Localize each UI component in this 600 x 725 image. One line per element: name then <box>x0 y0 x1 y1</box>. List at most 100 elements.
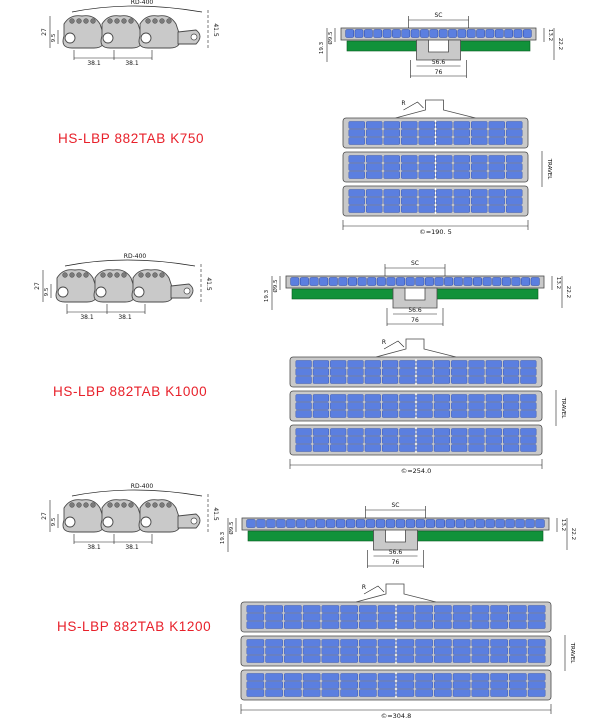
roller-block <box>436 155 453 163</box>
roller-block <box>471 673 490 681</box>
roller-block <box>488 189 505 197</box>
sc-label: SC <box>411 260 419 267</box>
roller-block <box>295 444 312 452</box>
roller-block <box>340 613 358 621</box>
roller-block <box>488 205 505 213</box>
roller-block <box>490 681 508 689</box>
roller-block <box>396 605 415 613</box>
roller-block <box>433 410 450 418</box>
roller-module <box>521 277 531 286</box>
link-rivet <box>90 502 96 508</box>
roller-block <box>503 436 520 444</box>
roller-block <box>265 605 283 613</box>
roller-block <box>396 621 415 629</box>
pin-hole <box>64 516 76 528</box>
roller-block <box>364 444 381 452</box>
roller-block <box>451 428 468 436</box>
roller-block <box>396 613 415 621</box>
roller-block <box>302 655 321 663</box>
roller-block <box>359 613 377 621</box>
roller-block <box>347 402 364 410</box>
pin-hole <box>140 32 152 44</box>
roller-block <box>471 197 488 205</box>
roller-block <box>330 368 347 376</box>
roller-module <box>296 519 306 528</box>
pitch-label: 38.1 <box>118 314 132 321</box>
roller-block <box>434 689 452 697</box>
roller-block <box>312 360 329 368</box>
roller-block <box>468 360 485 368</box>
roller-module <box>401 29 411 38</box>
roller-block <box>383 155 400 163</box>
roller-block <box>453 129 470 137</box>
right-dim-label: 13.2 <box>547 29 553 41</box>
hole-label: 9.5 <box>51 517 57 526</box>
roller-block <box>416 410 433 418</box>
center-dim-label: 56.6 <box>389 549 403 556</box>
roller-block <box>265 655 283 663</box>
roller-module <box>410 29 420 38</box>
roller-block <box>302 621 321 629</box>
sc-label: SC <box>435 12 443 19</box>
roller-block <box>415 655 433 663</box>
roller-block <box>321 689 340 697</box>
roller-module <box>373 29 383 38</box>
roller-block <box>401 171 418 179</box>
roller-block <box>418 197 435 205</box>
roller-block <box>340 689 358 697</box>
roller-module <box>485 29 495 38</box>
roller-block <box>416 444 433 452</box>
sc-label: SC <box>392 502 400 509</box>
roller-block <box>488 155 505 163</box>
roller-block <box>364 394 381 402</box>
roller-block <box>364 436 381 444</box>
center-dim-label: 76 <box>435 69 443 76</box>
roller-block <box>418 189 435 197</box>
roller-block <box>418 121 435 129</box>
roller-block <box>471 621 490 629</box>
roller-block <box>396 689 415 697</box>
tab-hole <box>190 33 198 41</box>
roller-block <box>509 681 527 689</box>
travel-label: TRAVEL <box>569 642 575 665</box>
wear-strip <box>346 40 419 52</box>
roller-block <box>302 681 321 689</box>
roller-block <box>490 647 508 655</box>
roller-block <box>284 689 302 697</box>
roller-block <box>520 376 537 384</box>
link-rivet <box>159 502 165 508</box>
roller-block <box>527 655 546 663</box>
roller-block <box>503 402 520 410</box>
roller-block <box>312 368 329 376</box>
pitch-label: 38.1 <box>87 544 101 551</box>
roller-block <box>451 368 468 376</box>
roller-module <box>328 277 338 286</box>
roller-block <box>509 639 527 647</box>
roller-block <box>415 613 433 621</box>
roller-block <box>364 428 381 436</box>
roller-module <box>457 29 467 38</box>
link-rivet <box>159 18 165 24</box>
travel-label: TRAVEL <box>546 158 552 181</box>
roller-block <box>284 639 302 647</box>
roller-block <box>340 647 358 655</box>
roller-block <box>265 613 283 621</box>
roller-block <box>451 376 468 384</box>
roller-block <box>452 621 471 629</box>
roller-block <box>490 613 508 621</box>
roller-block <box>366 205 383 213</box>
roller-module <box>415 519 426 528</box>
hole-label: 9.5 <box>44 287 50 296</box>
roller-block <box>416 368 433 376</box>
roller-block <box>302 613 321 621</box>
roller-module <box>453 277 463 286</box>
roller-block <box>284 647 302 655</box>
roller-block <box>436 171 453 179</box>
roller-block <box>452 655 471 663</box>
height-label: 27 <box>41 512 48 520</box>
roller-block <box>330 402 347 410</box>
roller-block <box>347 376 364 384</box>
